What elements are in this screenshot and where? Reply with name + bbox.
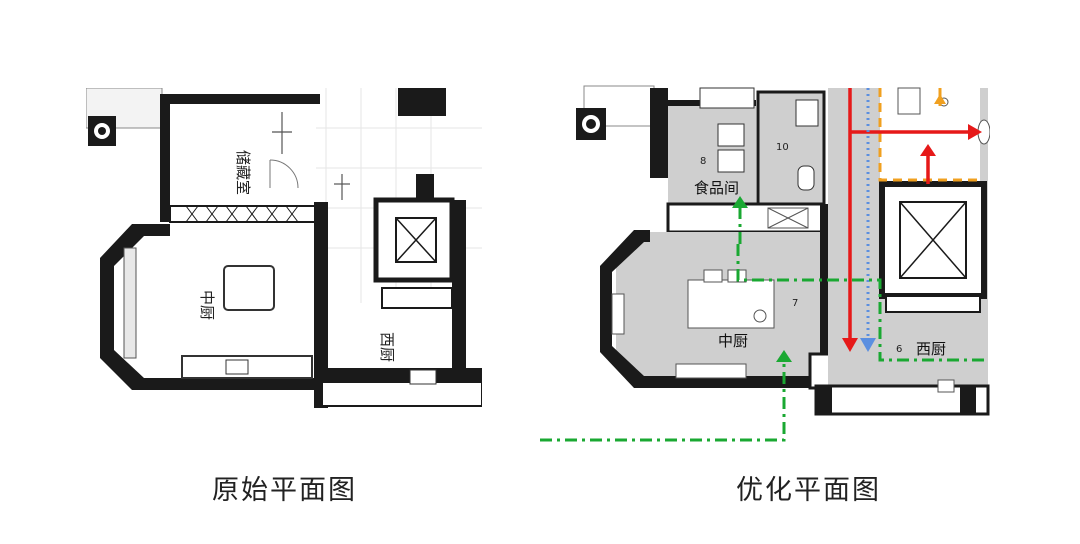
optimized-plan-caption: 优化平面图 — [736, 475, 881, 506]
original-plan-drawing: 储藏室 中厨 — [85, 87, 483, 414]
storage-room-label: 储藏室 — [234, 150, 252, 195]
pantry-number: 8 — [700, 156, 706, 167]
original-plan-caption: 原始平面图 — [212, 475, 357, 506]
pantry-label: 食品间 — [694, 179, 739, 197]
western-kitchen-number: 6 — [896, 344, 902, 355]
optimized-plan-drawing: 8 食品间 10 7 中厨 — [540, 84, 991, 446]
chinese-kitchen-label: 中厨 — [718, 332, 748, 350]
optimized-floor-plan: 8 食品间 10 7 中厨 — [540, 84, 991, 446]
chinese-kitchen-number: 7 — [792, 298, 798, 309]
western-kitchen-label: 西厨 — [916, 340, 946, 358]
original-chinese-kitchen-label: 中厨 — [198, 290, 216, 320]
original-western-kitchen-label: 西厨 — [378, 332, 396, 362]
original-floor-plan: 储藏室 中厨 — [85, 87, 483, 414]
bath-number: 10 — [776, 142, 789, 153]
